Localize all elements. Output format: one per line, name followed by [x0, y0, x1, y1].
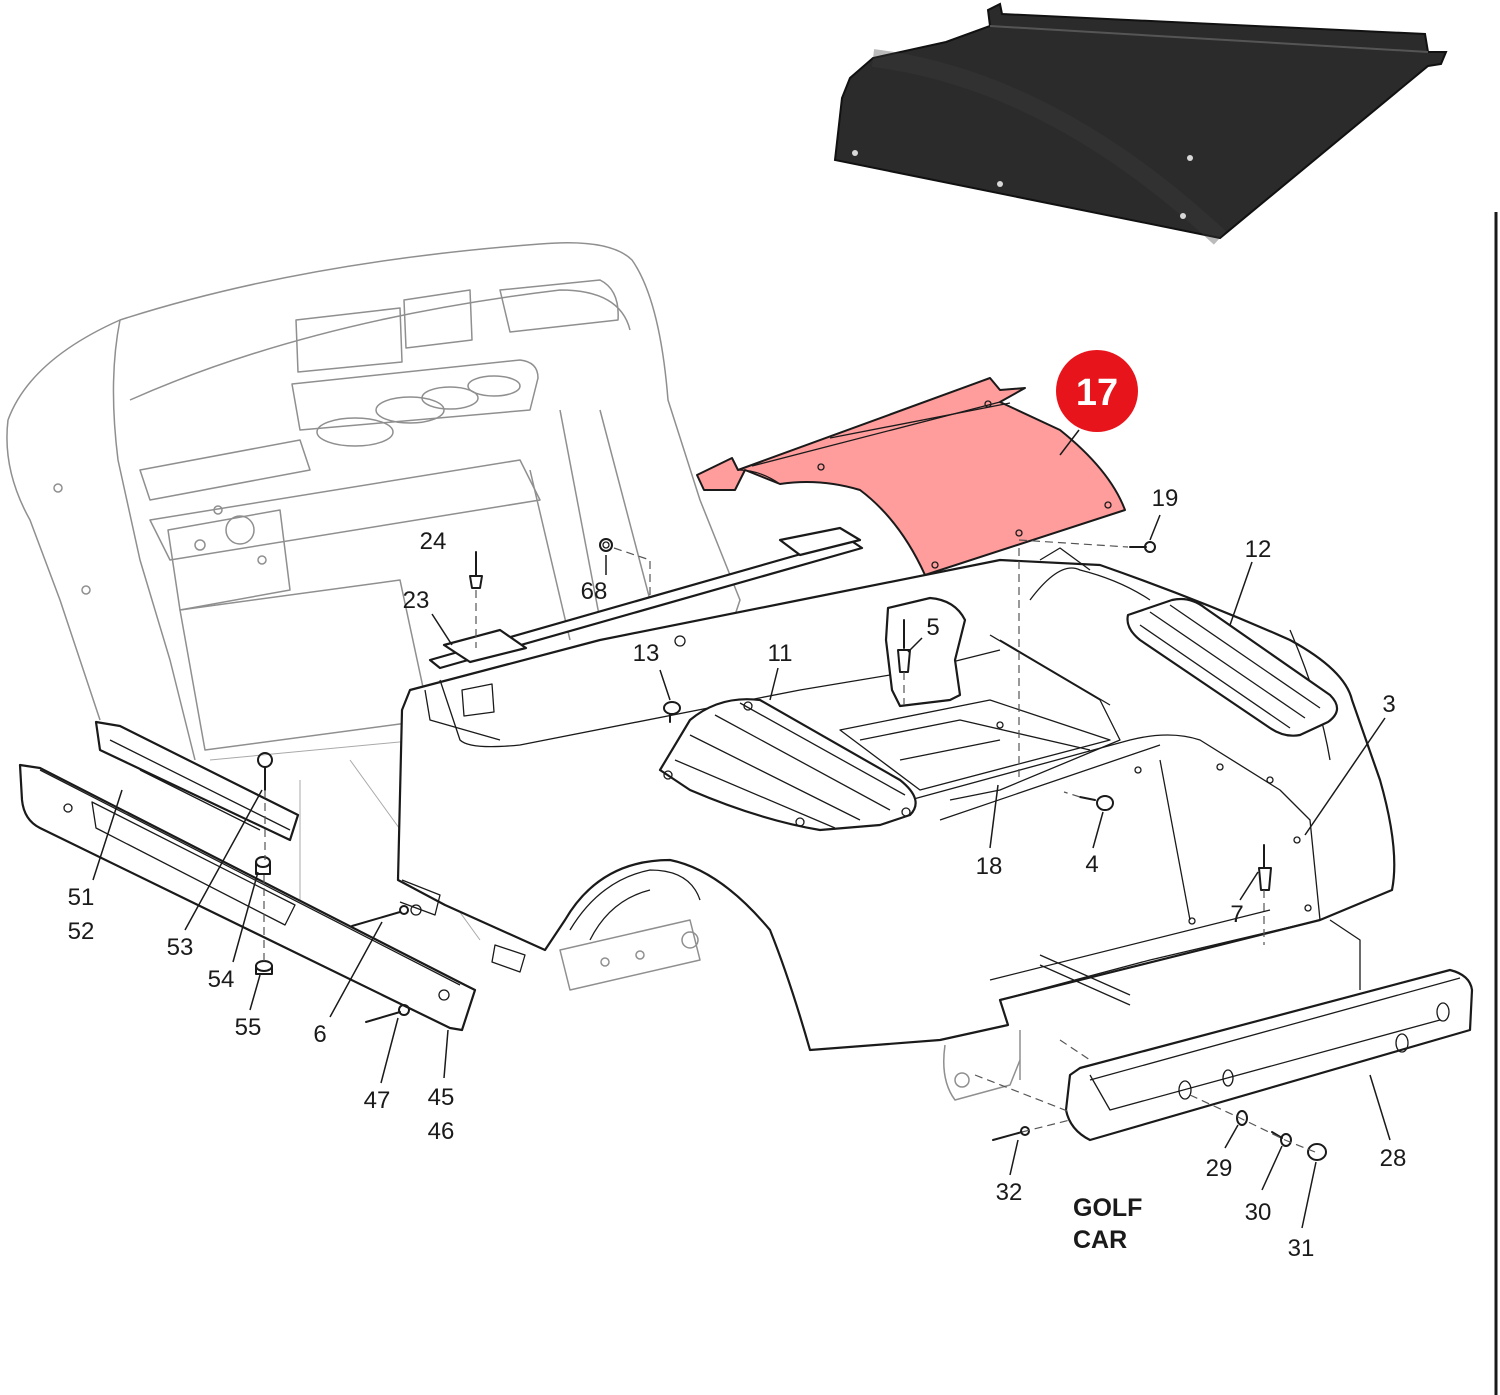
fasteners	[255, 538, 1327, 1161]
alignment-lines	[263, 539, 1316, 1153]
caption-line-1: GOLF	[1073, 1194, 1142, 1222]
callout-54: 54	[208, 966, 235, 993]
callout-3: 3	[1382, 691, 1395, 718]
callout-53: 53	[167, 934, 194, 961]
callout-13: 13	[633, 640, 660, 667]
part-17-badge[interactable]: 17	[1056, 350, 1138, 432]
callout-51: 51	[68, 884, 95, 911]
product-photo-cover-panel	[833, 2, 1448, 245]
callout-30: 30	[1245, 1199, 1272, 1226]
callout-28: 28	[1380, 1145, 1407, 1172]
photo-hole	[852, 150, 858, 156]
frame-rail	[428, 526, 864, 670]
caption-line-2: CAR	[1073, 1226, 1127, 1254]
callout-46: 46	[428, 1118, 455, 1145]
dashboard-ghost	[6, 241, 741, 941]
photo-panel-curve-shade	[871, 49, 1227, 245]
callout-18: 18	[976, 853, 1003, 880]
photo-panel-shape	[833, 2, 1448, 240]
callout-7: 7	[1230, 901, 1243, 928]
callout-4: 4	[1085, 851, 1098, 878]
callout-labels: 19 12 24 68 23 5 13 11 3 18 4 7 51 52 53…	[68, 485, 1407, 1262]
seat-mount-bracket	[884, 596, 967, 708]
golf-car-caption: GOLF CAR	[1073, 1194, 1142, 1254]
rear-mat-part-12	[1126, 597, 1339, 737]
leader-lines	[92, 429, 1391, 1229]
side-mat-part-11	[658, 698, 917, 832]
callout-11: 11	[768, 640, 793, 667]
wheel-well	[559, 869, 701, 991]
callout-12: 12	[1245, 536, 1272, 563]
callout-29: 29	[1206, 1155, 1233, 1182]
badge-number: 17	[1076, 372, 1118, 414]
callout-24: 24	[420, 528, 447, 555]
photo-hole	[1187, 155, 1193, 161]
callout-52: 52	[68, 918, 95, 945]
badge-circle	[1056, 350, 1138, 432]
callout-31: 31	[1288, 1235, 1315, 1262]
callout-55: 55	[235, 1014, 262, 1041]
callout-32: 32	[996, 1179, 1023, 1206]
callout-19: 19	[1152, 485, 1179, 512]
photo-hole	[1180, 213, 1186, 219]
bumper-part-28	[1064, 968, 1474, 1142]
photo-panel-fold	[989, 25, 1429, 53]
highlighted-cover-part-17[interactable]	[696, 377, 1126, 576]
callout-6: 6	[313, 1021, 326, 1048]
callout-5: 5	[926, 614, 939, 641]
callout-68: 68	[581, 578, 608, 605]
callout-45: 45	[428, 1084, 455, 1111]
rocker-panel-part-51	[18, 720, 526, 1032]
photo-hole	[997, 181, 1003, 187]
callout-23: 23	[403, 587, 430, 614]
callout-47: 47	[364, 1087, 391, 1114]
